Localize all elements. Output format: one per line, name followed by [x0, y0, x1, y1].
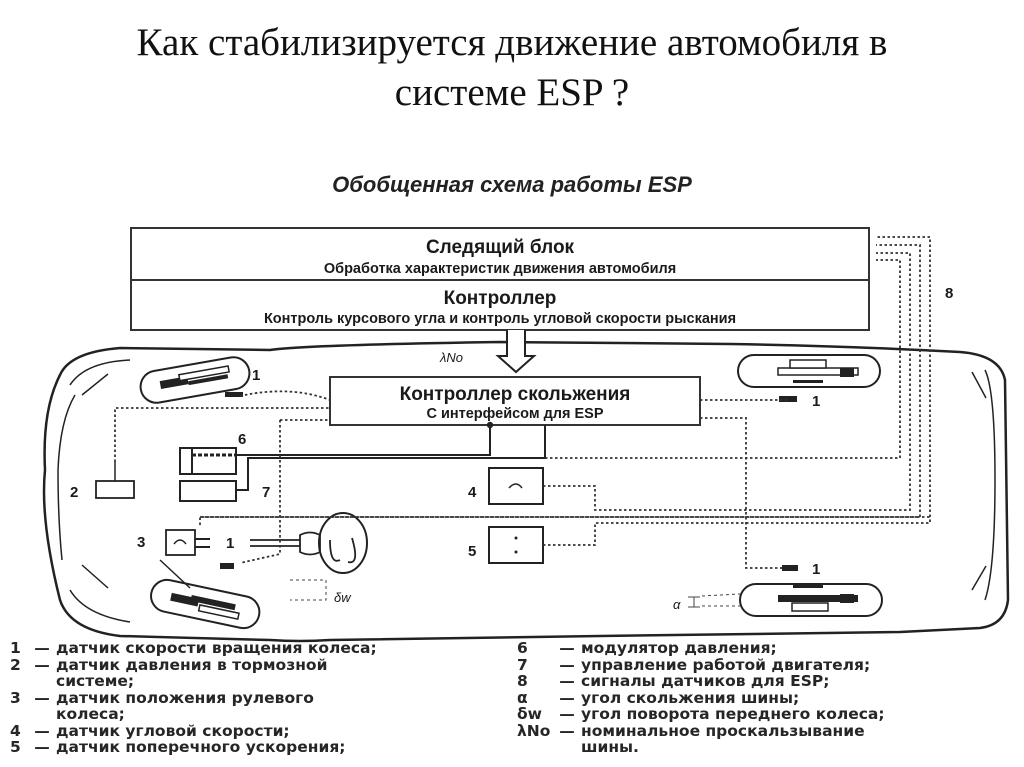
legend-item: 2—датчик давления в тормозной	[10, 655, 328, 674]
wheel-speed-sensor-front-left	[225, 392, 243, 397]
slide-title: Как стабилизируется движение автомобиля …	[0, 18, 1024, 118]
lateral-accel-sensor-label: 5	[468, 543, 476, 560]
wheel-speed-sensor-front-right	[220, 563, 234, 569]
front-right-wheel	[150, 578, 261, 630]
legend-item: 6—модулятор давления;	[517, 639, 777, 657]
car-body-inner-line	[57, 359, 131, 623]
slip-controller-block: Контроллер скольжения С интерфейсом для …	[329, 376, 701, 426]
steering-sensor-label: 3	[137, 534, 145, 551]
engine-control-label: 7	[262, 484, 270, 501]
yaw-rate-sensor	[488, 467, 544, 505]
legend-item: α—угол скольжения шины;	[517, 688, 800, 707]
front-left-wheel	[139, 356, 251, 404]
controller-block: Контроллер Контроль курсового угла и кон…	[130, 279, 870, 331]
pressure-modulator-label: 6	[238, 431, 246, 448]
slip-controller-title: Контроллер скольжения	[400, 384, 631, 405]
slip-controller-subtitle: С интерфейсом для ESP	[426, 406, 603, 422]
car-rear-window-marks	[971, 371, 987, 591]
engine-control-unit	[179, 480, 237, 502]
delta-w-label: δw	[334, 590, 352, 605]
control-arrow	[495, 330, 537, 374]
rear-right-wheel	[739, 583, 883, 617]
wheel-speed-sensor-rear-right	[782, 565, 798, 571]
alpha-label: α	[673, 597, 681, 612]
sensor-signals-label: 8	[945, 285, 953, 302]
tracking-unit-title: Следящий блок	[426, 237, 575, 258]
legend-item-continuation: системе;	[56, 672, 135, 690]
steering-wheel-speed-label: 1	[226, 535, 234, 552]
rear-left-wheel	[737, 354, 881, 388]
brake-pressure-sensor-label: 2	[70, 484, 78, 501]
wheel-sensor-label-rear-left: 1	[812, 393, 820, 410]
steering-wheel	[250, 512, 368, 574]
brake-pressure-sensor	[95, 480, 135, 499]
tracking-unit-subtitle: Обработка характеристик движения автомоб…	[324, 261, 676, 277]
lambda-no-label: λNo	[439, 350, 463, 365]
diagram-title: Обобщенная схема работы ESP	[332, 172, 692, 197]
car-body-outline	[42, 340, 1010, 643]
legend-item: 5—датчик поперечного ускорения;	[10, 738, 346, 756]
legend-item: 7—управление работой двигателя;	[517, 655, 871, 674]
lateral-accel-sensor	[488, 526, 544, 564]
legend-item: 3—датчик положения рулевого	[10, 688, 314, 707]
legend-item-continuation: колеса;	[56, 705, 125, 723]
slide-title-line-1: Как стабилизируется движение автомобиля …	[136, 21, 888, 64]
controller-subtitle: Контроль курсового угла и контроль углов…	[264, 311, 736, 327]
legend-right: 6—модулятор давления; 7—управление работ…	[517, 640, 885, 756]
tracking-unit-block: Следящий блок Обработка характеристик дв…	[130, 227, 870, 281]
pressure-modulator	[179, 447, 237, 475]
legend-left: 1—датчик скорости вращения колеса; 2—дат…	[10, 640, 377, 756]
car-windshield-marks	[81, 373, 109, 589]
wheel-sensor-label-rear-right: 1	[812, 561, 820, 578]
steering-position-sensor	[159, 529, 210, 589]
slide-title-line-2: системе ESP ?	[394, 71, 630, 114]
legend-item: λNo—номинальное проскальзывание	[517, 721, 865, 740]
controller-title: Контроллер	[444, 288, 557, 309]
yaw-rate-sensor-label: 4	[468, 484, 477, 501]
car-rear-inner-line	[984, 369, 996, 601]
signal-lines	[114, 236, 931, 569]
wheel-sensor-label-front-left: 1	[252, 367, 260, 384]
legend-item: 8—сигналы датчиков для ESP;	[517, 672, 830, 690]
legend-item: 4—датчик угловой скорости;	[10, 721, 290, 740]
wheel-speed-sensor-rear-left	[779, 396, 797, 402]
legend-item: δw—угол поворота переднего колеса;	[517, 705, 885, 723]
legend-item: 1—датчик скорости вращения колеса;	[10, 639, 377, 657]
legend-item-continuation: шины.	[581, 738, 639, 756]
